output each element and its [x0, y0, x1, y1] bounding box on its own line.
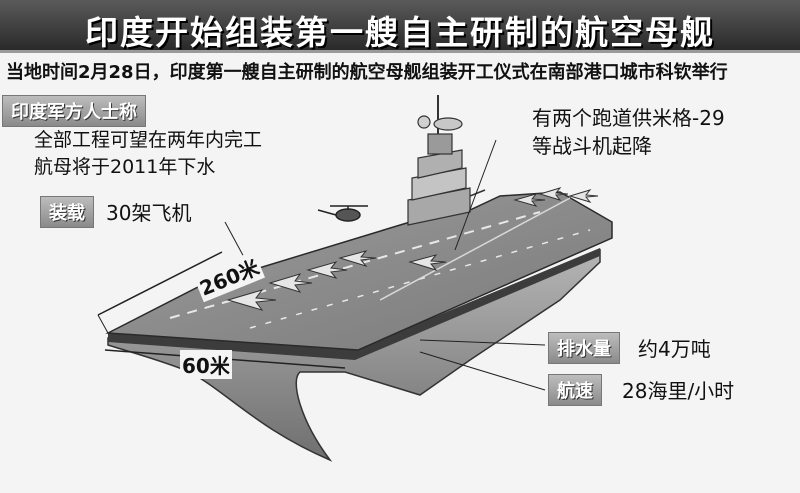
- flight-deck: [105, 191, 613, 351]
- military-source-line1: 全部工程可望在两年内完工: [34, 129, 263, 151]
- displacement-value: 约4万吨: [638, 337, 711, 361]
- capacity-value: 30架飞机: [106, 201, 192, 225]
- width-label: 60米: [180, 350, 232, 379]
- page-title: 印度开始组装第一艘自主研制的航空母舰: [85, 13, 715, 52]
- fighter-jet-icon: [226, 187, 599, 311]
- military-source-tag: 印度军方人士称: [2, 95, 146, 127]
- callout-line: [419, 339, 546, 346]
- runway-note-line1: 有两个跑道供米格-29: [532, 106, 725, 130]
- length-dimension: [97, 251, 223, 316]
- title-bar: 印度开始组装第一艘自主研制的航空母舰: [0, 0, 800, 53]
- speed-value: 28海里/小时: [622, 379, 735, 403]
- callout-line: [419, 351, 546, 391]
- runway-line: [379, 197, 571, 301]
- subtitle: 当地时间2月28日，印度第一艘自主研制的航空母舰组装开工仪式在南部港口城市科钦举…: [6, 62, 728, 83]
- capacity-tag: 装载: [40, 196, 94, 228]
- military-source-line2: 航母将于2011年下水: [34, 156, 216, 178]
- speed-tag: 航速: [548, 374, 602, 406]
- island: [407, 95, 486, 226]
- displacement-tag: 排水量: [548, 332, 620, 364]
- runway-note-line2: 等战斗机起降: [532, 134, 652, 158]
- callout-line: [454, 139, 497, 251]
- helicopter-icon: [317, 205, 368, 222]
